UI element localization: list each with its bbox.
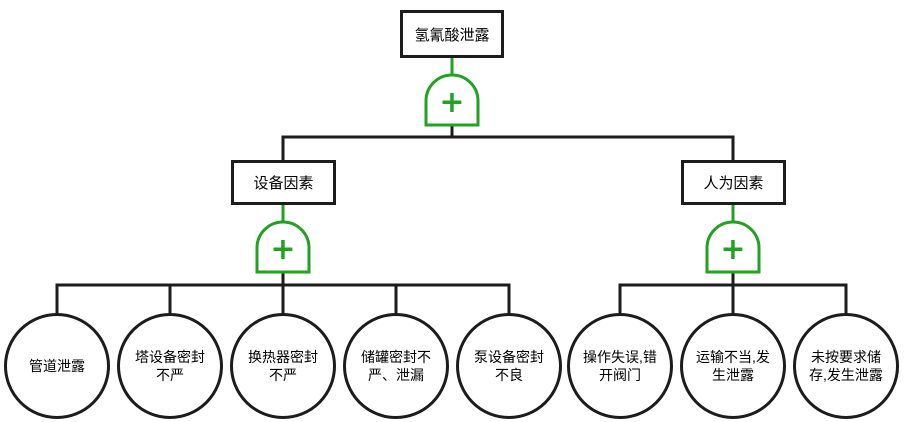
basic-event-label: 操作失误,错开阀门 [583, 348, 657, 383]
basic-event-transport-leak: 运输不当,发生泄露 [680, 313, 786, 419]
basic-event-label: 管道泄露 [29, 357, 85, 374]
node-human-factors: 人为因素 [681, 160, 786, 205]
basic-event-label: 未按要求储存,发生泄露 [809, 348, 883, 383]
top-event-label: 氢氰酸泄露 [414, 26, 490, 44]
basic-event-label: 储罐密封不严、泄漏 [361, 348, 431, 383]
basic-event-label: 塔设备密封不严 [135, 348, 205, 383]
or-gate-human [705, 220, 761, 274]
node-top-event: 氢氰酸泄露 [400, 10, 504, 58]
human-factors-label: 人为因素 [703, 175, 764, 192]
basic-event-pipeline-leak: 管道泄露 [4, 313, 110, 419]
or-gate-top [424, 73, 480, 127]
basic-event-tower-seal: 塔设备密封不严 [117, 313, 223, 419]
or-gate-equipment [255, 220, 311, 274]
equipment-factors-label: 设备因素 [253, 175, 314, 192]
plus-icon: + [270, 232, 295, 267]
basic-event-operation-error: 操作失误,错开阀门 [567, 313, 673, 419]
basic-event-label: 泵设备密封不良 [474, 348, 544, 383]
basic-event-label: 运输不当,发生泄露 [696, 348, 770, 383]
basic-event-heat-exchanger-seal: 换热器密封不严 [230, 313, 336, 419]
basic-event-label: 换热器密封不严 [248, 348, 318, 383]
basic-event-storage-leak: 未按要求储存,发生泄露 [793, 313, 899, 419]
basic-event-tank-seal-leak: 储罐密封不严、泄漏 [343, 313, 449, 419]
node-equipment-factors: 设备因素 [231, 160, 336, 205]
plus-icon: + [439, 85, 464, 120]
basic-event-pump-seal: 泵设备密封不良 [456, 313, 562, 419]
plus-icon: + [720, 232, 745, 267]
